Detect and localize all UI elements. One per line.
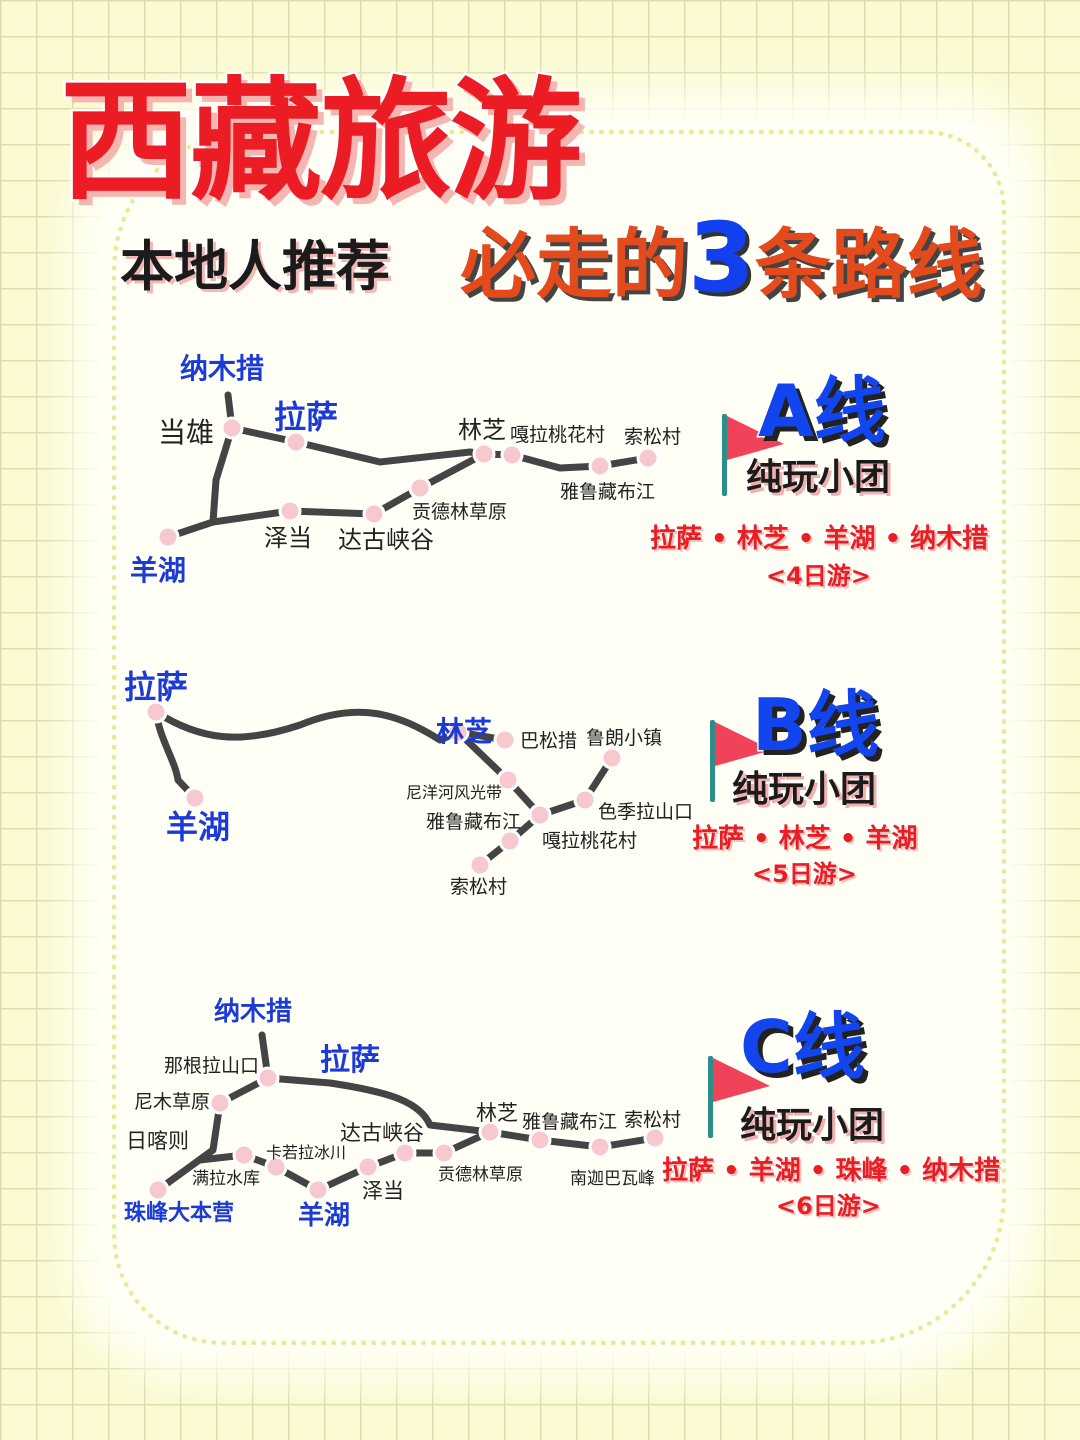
route-a-node-zedang bbox=[278, 499, 302, 523]
route-b-node-yanghu bbox=[183, 786, 207, 810]
route-c-label-nanjiabawa: 南迦巴瓦峰 bbox=[570, 1169, 655, 1189]
route-c-label-nagenla: 那根拉山口 bbox=[164, 1055, 259, 1077]
route-a-node-galataohua bbox=[500, 443, 524, 467]
route-c-node-nagenla bbox=[256, 1066, 280, 1090]
route-c-label-zhufeng: 珠峰大本营 bbox=[124, 1201, 234, 1226]
route-c-tour-type: 纯玩小团 bbox=[738, 1104, 885, 1148]
route-a-label-suosong: 索松村 bbox=[624, 426, 681, 448]
route-a-label-galataohua: 嘎拉桃花村 bbox=[510, 424, 605, 446]
route-a-node-dangxiong bbox=[220, 416, 244, 440]
route-b-node-galataohua bbox=[498, 829, 522, 853]
route-b-node-yarlung bbox=[528, 803, 552, 827]
route-b-days: <5日游> bbox=[751, 859, 859, 890]
route-b-node-basongcuo bbox=[493, 728, 517, 752]
route-b-node-niyang bbox=[496, 768, 520, 792]
route-a-label-namucuo: 纳木措 bbox=[180, 352, 264, 385]
route-c-label-namucuo: 纳木措 bbox=[214, 996, 292, 1027]
route-a-tour-type: 纯玩小团 bbox=[744, 456, 891, 500]
route-a-label-dagu: 达古峡谷 bbox=[338, 526, 434, 554]
route-b-node-lulang bbox=[600, 746, 624, 770]
route-c-node-linzhi bbox=[478, 1120, 502, 1144]
route-b-label-lulang: 鲁朗小镇 bbox=[586, 727, 662, 749]
route-a-label-yanghu: 羊湖 bbox=[130, 554, 186, 587]
route-c-days: <6日游> bbox=[775, 1191, 883, 1222]
subtitle-must-go-routes: 必走的3条路线 bbox=[459, 201, 985, 316]
route-c-label-nimu: 尼木草原 bbox=[134, 1091, 210, 1113]
route-b-label-niyang: 尼洋河风光带 bbox=[406, 783, 502, 802]
route-a-label-gongdelin: 贡德林草原 bbox=[412, 501, 507, 523]
route-b-name: B线 bbox=[751, 682, 881, 769]
route-b-node-linzhi bbox=[446, 720, 470, 744]
route-c-label-linzhi: 林芝 bbox=[476, 1101, 518, 1125]
route-a-node-linzhi bbox=[472, 442, 496, 466]
route-a-name: A线 bbox=[757, 368, 888, 455]
route-c-node-kairuo bbox=[264, 1155, 288, 1179]
subtitle-number: 3 bbox=[687, 201, 757, 316]
route-a-node-gongdelin bbox=[408, 476, 432, 500]
route-b-tour-type: 纯玩小团 bbox=[730, 768, 877, 812]
route-b-label-galataohua: 嘎拉桃花村 bbox=[542, 830, 637, 852]
route-a-node-yarlung bbox=[588, 454, 612, 478]
route-c-label-suosong: 索松村 bbox=[624, 1109, 681, 1131]
route-c-label-zedang: 泽当 bbox=[362, 1179, 404, 1203]
route-c-label-lasa: 拉萨 bbox=[320, 1043, 380, 1078]
route-a-days: <4日游> bbox=[765, 561, 873, 592]
route-a-label-linzhi: 林芝 bbox=[458, 416, 506, 444]
route-a-label-zedang: 泽当 bbox=[264, 524, 312, 552]
route-c-node-dagu bbox=[393, 1141, 417, 1165]
route-b-label-yarlung: 雅鲁藏布江 bbox=[426, 811, 521, 833]
route-b-node-sejila bbox=[573, 788, 597, 812]
route-b-node-lasa bbox=[144, 700, 168, 724]
route-c-node-yanghu bbox=[306, 1178, 330, 1202]
route-c-node-manla bbox=[232, 1143, 256, 1167]
route-b-stops: 拉萨 • 林芝 • 羊湖 bbox=[690, 823, 918, 856]
route-b-node-suosong bbox=[468, 853, 492, 877]
route-c-name: C线 bbox=[739, 1004, 867, 1091]
route-a-line-west bbox=[164, 424, 236, 541]
route-c-node-nimu bbox=[208, 1091, 232, 1115]
route-b-label-yanghu: 羊湖 bbox=[166, 808, 230, 846]
route-a-node-dagu bbox=[362, 502, 386, 526]
route-c-label-yanghu: 羊湖 bbox=[298, 1200, 350, 1231]
route-c-stops: 拉萨 • 羊湖 • 珠峰 • 纳木措 bbox=[660, 1155, 1001, 1188]
route-b-label-sejila: 色季拉山口 bbox=[598, 801, 693, 823]
route-c-node-yarlung bbox=[528, 1128, 552, 1152]
flag-icon bbox=[710, 720, 772, 802]
route-a-node-suosong bbox=[636, 446, 660, 470]
route-c-label-rikaze: 日喀则 bbox=[126, 1129, 189, 1153]
route-c-node-nanjiabawa bbox=[588, 1135, 612, 1159]
route-a-label-dangxiong: 当雄 bbox=[158, 416, 214, 449]
subtitle-local-recommend: 本地人推荐 bbox=[119, 234, 392, 300]
route-a-stops: 拉萨 • 林芝 • 羊湖 • 纳木措 bbox=[648, 523, 989, 556]
route-c-node-gongdelin bbox=[432, 1141, 456, 1165]
flag-icon bbox=[722, 414, 784, 496]
route-c-label-yarlung: 雅鲁藏布江 bbox=[522, 1111, 617, 1133]
route-c-node-suosong bbox=[643, 1126, 667, 1150]
route-b-line-main bbox=[152, 708, 509, 744]
route-c-line-west bbox=[154, 1074, 272, 1194]
route-c-label-manla: 满拉水库 bbox=[192, 1169, 260, 1189]
route-a-node-yanghu bbox=[156, 525, 180, 549]
route-c-label-gongdelin: 贡德林草原 bbox=[438, 1165, 523, 1185]
route-c-label-dagu: 达古峡谷 bbox=[340, 1121, 424, 1145]
route-a-label-lasa: 拉萨 bbox=[274, 398, 338, 436]
route-b-label-lasa: 拉萨 bbox=[124, 668, 188, 706]
subtitle-pre: 必走的 bbox=[459, 219, 690, 311]
flag-icon bbox=[708, 1056, 770, 1138]
subtitle-post: 条路线 bbox=[753, 219, 984, 311]
card-dotted-border bbox=[112, 130, 1006, 1345]
route-a-label-yarlung: 雅鲁藏布江 bbox=[560, 481, 655, 503]
route-c-node-zedang bbox=[356, 1155, 380, 1179]
route-c-label-kairuo: 卡若拉冰川 bbox=[266, 1143, 346, 1162]
route-b-label-basongcuo: 巴松措 bbox=[520, 730, 577, 752]
route-b-label-linzhi: 林芝 bbox=[436, 715, 492, 748]
page-title: 西藏旅游 bbox=[58, 63, 585, 222]
route-b-label-suosong: 索松村 bbox=[450, 876, 507, 898]
route-c-node-zhufeng bbox=[146, 1178, 170, 1202]
route-a-node-lasa bbox=[284, 430, 308, 454]
